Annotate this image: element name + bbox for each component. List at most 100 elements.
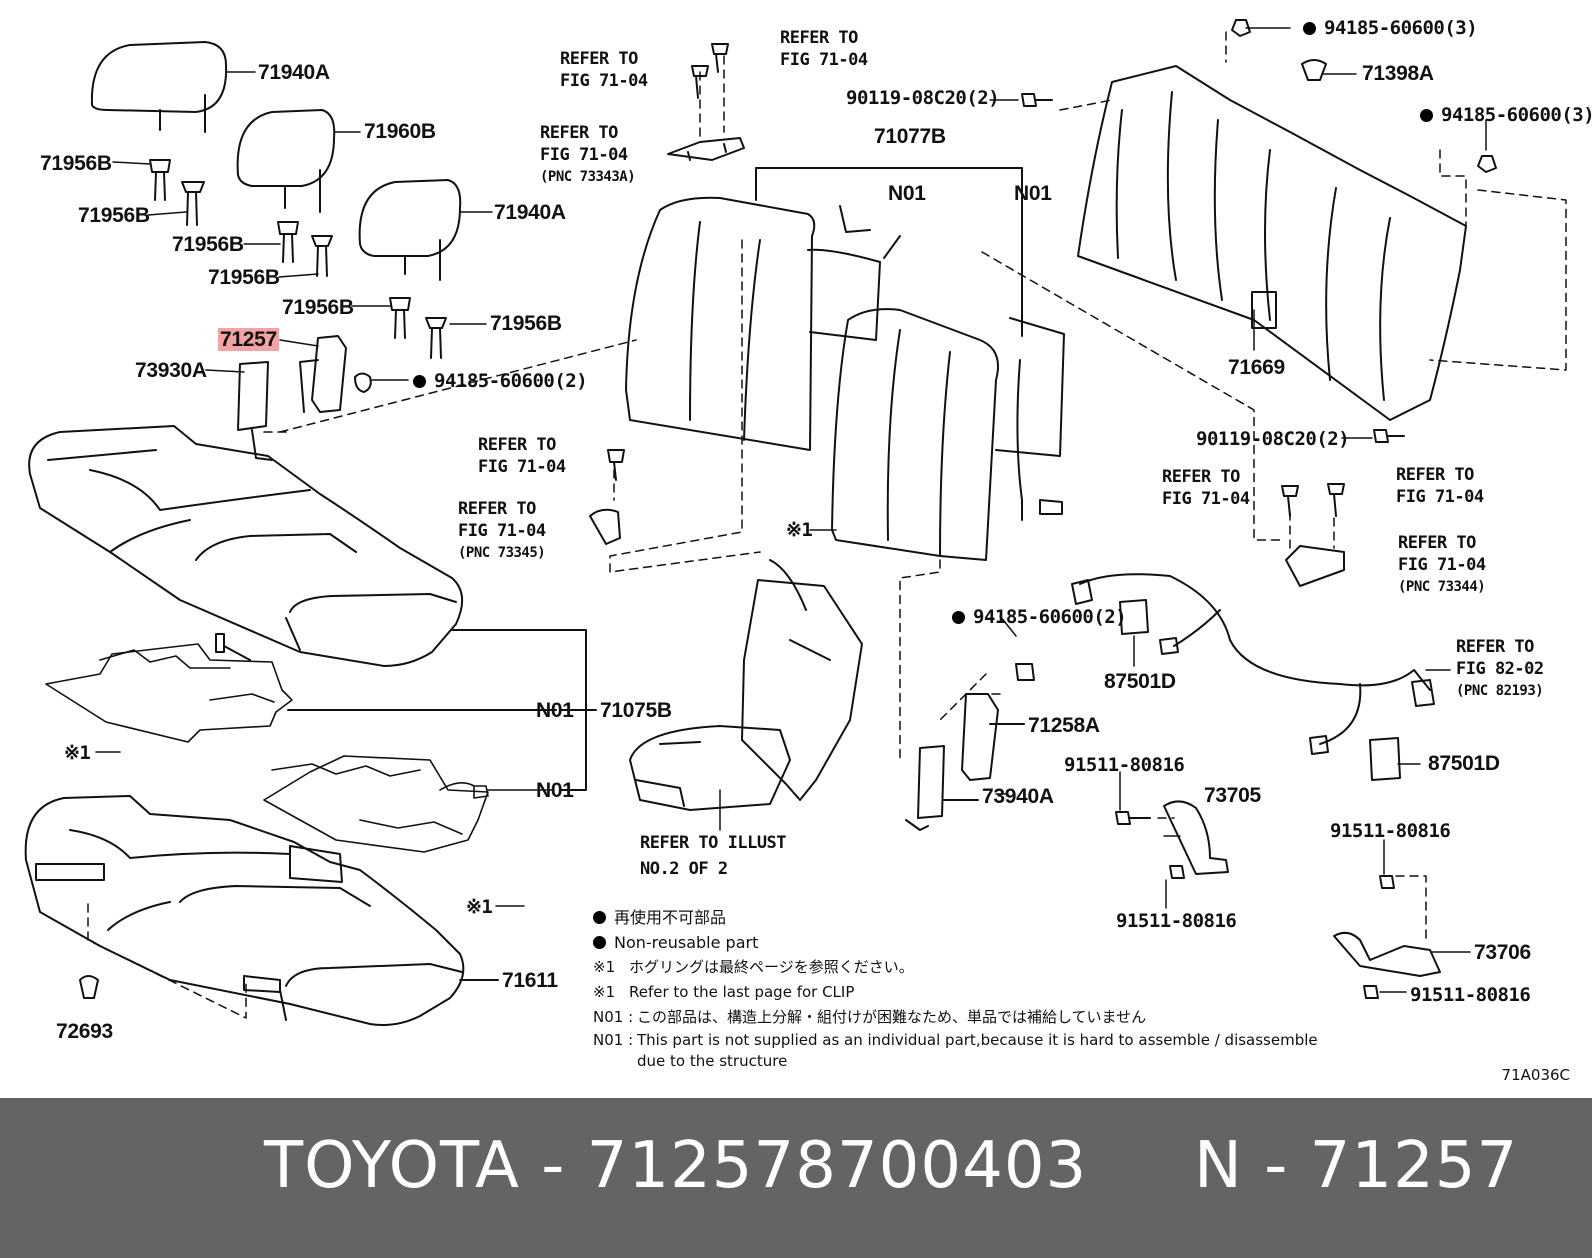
non-reusable-dot-icon [1420, 109, 1433, 122]
label-clip-c: ※1 [466, 896, 493, 918]
headrest-71940A-mid [358, 179, 462, 281]
wire-harness [1071, 573, 1435, 781]
label-n01-a: N01 [888, 182, 926, 205]
clip-leaders [95, 529, 837, 907]
label-94185-60600-a: 94185-60600(2) [413, 370, 588, 392]
figure-code: 71A036C [1501, 1066, 1570, 1084]
ref-line: FIG 82-02 [1456, 659, 1544, 679]
assembly-dashes [87, 31, 1567, 1019]
label-90119-08C20-b: 90119-08C20(2) [1196, 428, 1350, 450]
ref-line: REFER TO [1162, 467, 1240, 487]
label-71257-highlighted[interactable]: 71257 [218, 328, 279, 351]
legend-row-jp-clip: ※1 ホグリングは最終ページを参照ください。 [593, 955, 1318, 980]
ref-line: FIG 71-04 [560, 71, 648, 91]
ref-line: REFER TO [560, 49, 638, 69]
label-87501D-a: 87501D [1104, 670, 1176, 693]
seat-cushion-71075B [28, 425, 597, 791]
ref-pnc: (PNC 73344) [1398, 579, 1486, 595]
fasteners [79, 19, 1497, 999]
label-71398A: 71398A [1362, 62, 1434, 85]
ref-line: FIG 71-04 [540, 145, 628, 165]
seatback-71077B [625, 167, 1065, 561]
label-71956B-6: 71956B [490, 312, 562, 335]
headrest-71940A-top [90, 41, 228, 133]
ref-line: FIG 71-04 [780, 50, 868, 70]
legend-text: ホグリングは最終ページを参照ください。 [629, 958, 914, 976]
label-87501D-b: 87501D [1428, 752, 1500, 775]
label-n01-d: N01 [536, 779, 574, 802]
ref-pnc: (PNC 82193) [1456, 683, 1544, 699]
ref-line: REFER TO [478, 435, 556, 455]
label-71956B-5: 71956B [282, 296, 354, 319]
legend-text: Non-reusable part [614, 933, 759, 952]
legend-text: due to the structure [637, 1052, 788, 1070]
ref-line: REFER TO [1396, 465, 1474, 485]
label-71956B-2: 71956B [78, 204, 150, 227]
label-n01-b: N01 [1014, 182, 1052, 205]
part-number: 94185-60600(3) [1441, 104, 1592, 126]
non-reusable-dot-icon [593, 936, 606, 949]
footer-title: TOYOTA - 712578700403 N - 71257 [264, 1129, 1519, 1203]
legend-row-en-n01: N01 :This part is not supplied as an ind… [593, 1030, 1318, 1051]
label-71956B-1: 71956B [40, 152, 112, 175]
legend-mark: ※1 [593, 983, 616, 1001]
ref-line: REFER TO [458, 499, 536, 519]
footer-bar: TOYOTA - 712578700403 N - 71257 [0, 1098, 1592, 1258]
non-reusable-dot-icon [1303, 22, 1316, 35]
label-72693: 72693 [56, 1020, 113, 1043]
label-71611: 71611 [502, 969, 558, 992]
ref-line: FIG 71-04 [1396, 487, 1484, 507]
label-94185-60600-right: 94185-60600(3) [1420, 106, 1592, 125]
ref-line: FIG 71-04 [1162, 489, 1250, 509]
legend-text: 再使用不可部品 [614, 908, 727, 927]
legend-row-en-n01-cont: due to the structure [593, 1051, 1318, 1072]
label-73706: 73706 [1474, 941, 1531, 964]
ref-line: REFER TO [540, 123, 618, 143]
non-reusable-dot-icon [593, 911, 606, 924]
ref-pnc: (PNC 73345) [458, 545, 546, 561]
label-71669: 71669 [1228, 356, 1285, 379]
armrest-assembly [629, 559, 863, 811]
label-clip-b: ※1 [64, 742, 91, 764]
label-71940A-mid: 71940A [494, 201, 566, 224]
headrest-71960B [236, 109, 336, 213]
label-91511-80816-d: 91511-80816 [1410, 984, 1531, 1006]
label-n01-c: N01 [536, 699, 574, 722]
legend-text: この部品は、構造上分解・組付けが困難なため、単品では補給していません [637, 1008, 1147, 1026]
seat-cushion-71611 [24, 795, 499, 1026]
legend-mark: N01 : [593, 1008, 634, 1026]
legend-mark: ※1 [593, 958, 616, 976]
label-71960B: 71960B [364, 120, 436, 143]
label-90119-08C20-a: 90119-08C20(2) [846, 87, 1000, 109]
lock-71257 [237, 335, 372, 461]
legend-text: Refer to the last page for CLIP [629, 983, 855, 1001]
label-94185-60600-b: 94185-60600(2) [952, 608, 1127, 627]
label-71075B: 71075B [600, 699, 672, 722]
highlighted-part-number[interactable]: 71257 [218, 328, 279, 351]
ref-line: REFER TO [1456, 637, 1534, 657]
label-94185-60600-top: 94185-60600(3) [1303, 19, 1478, 38]
part-number: 94185-60600(2) [434, 370, 588, 392]
ref-pnc: (PNC 73343A) [540, 169, 636, 185]
label-91511-80816-b: 91511-80816 [1116, 910, 1237, 932]
label-73705: 73705 [1204, 784, 1261, 807]
legend-row-jp-n01: N01 :この部品は、構造上分解・組付けが困難なため、単品では補給していません [593, 1005, 1318, 1030]
diagram-drawing [24, 19, 1567, 1026]
legend: 再使用不可部品 Non-reusable part ※1 ホグリングは最終ページを… [593, 905, 1318, 1072]
label-71956B-4: 71956B [208, 266, 280, 289]
lock-71258A [905, 693, 1025, 831]
ref-line: REFER TO ILLUST [640, 833, 787, 853]
seatback-frame-71669 [1077, 65, 1467, 421]
label-91511-80816-c: 91511-80816 [1330, 820, 1451, 842]
non-reusable-dot-icon [413, 375, 426, 388]
label-71940A-top: 71940A [258, 61, 330, 84]
label-71077B: 71077B [874, 125, 946, 148]
leaders-right [719, 27, 1487, 993]
